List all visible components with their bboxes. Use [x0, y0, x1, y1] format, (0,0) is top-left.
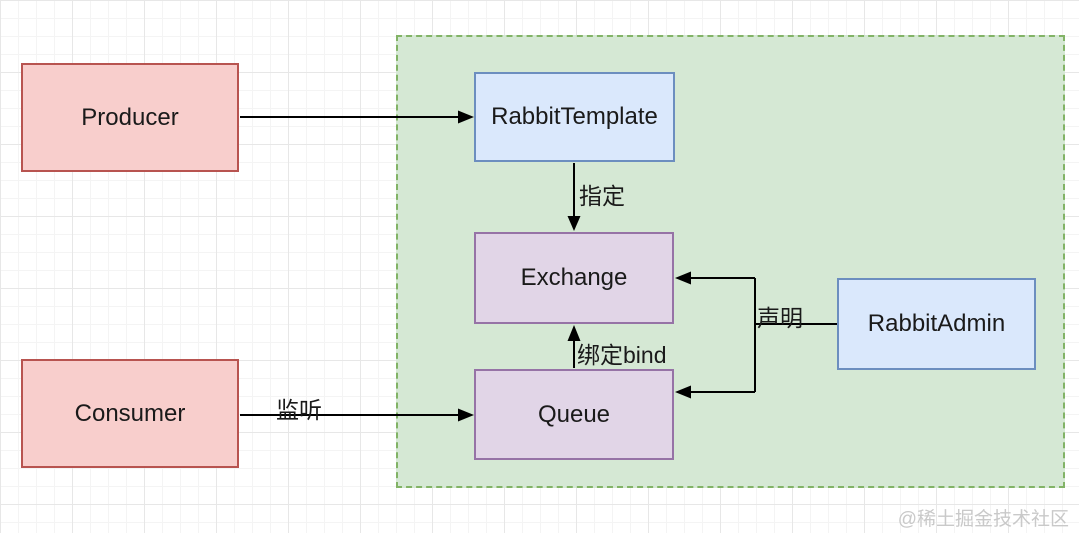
node-rabbit-admin: RabbitAdmin: [837, 278, 1036, 370]
edge-label-declare: 声明: [757, 305, 803, 331]
node-producer: Producer: [21, 63, 239, 172]
node-consumer: Consumer: [21, 359, 239, 468]
node-rabbit-template: RabbitTemplate: [474, 72, 675, 162]
edge-label-listen: 监听: [276, 397, 322, 423]
edge-label-bind: 绑定bind: [577, 342, 667, 368]
node-queue: Queue: [474, 369, 674, 460]
edge-label-specify: 指定: [579, 183, 625, 209]
node-exchange: Exchange: [474, 232, 674, 324]
watermark: @稀土掘金技术社区: [897, 509, 1069, 530]
